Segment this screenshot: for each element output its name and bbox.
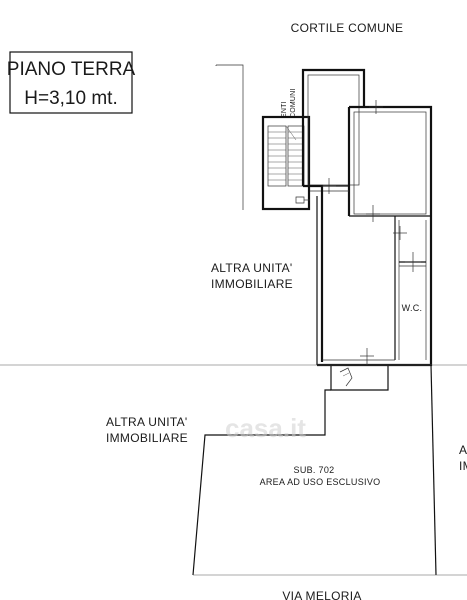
street-label: VIA MELORIA bbox=[282, 589, 361, 600]
sub-label: SUB. 702 bbox=[294, 465, 335, 475]
common-area-boundary bbox=[215, 64, 244, 210]
exclusive-area-boundary bbox=[0, 364, 467, 576]
wc-label: W.C. bbox=[402, 303, 423, 313]
other-unit-upper-label-2: IMMOBILIARE bbox=[211, 277, 293, 291]
edge-label-2: IM bbox=[459, 459, 467, 473]
title-line-1: PIANO TERRA bbox=[7, 59, 136, 80]
apartment-walls bbox=[295, 68, 433, 367]
title-line-2: H=3,10 mt. bbox=[24, 88, 117, 109]
other-unit-lower-label-1: ALTRA UNITA' bbox=[106, 415, 187, 429]
exclusive-area-label: AREA AD USO ESCLUSIVO bbox=[260, 477, 381, 487]
entrance-steps bbox=[330, 365, 389, 391]
title-box: PIANO TERRA H=3,10 mt. bbox=[7, 51, 136, 114]
watermark: casa.it bbox=[225, 413, 306, 443]
other-unit-lower-label-2: IMMOBILIARE bbox=[106, 431, 188, 445]
common-entities-label-1: ENTI bbox=[281, 101, 288, 118]
courtyard-label: CORTILE COMUNE bbox=[291, 21, 404, 35]
edge-label-1: A bbox=[459, 443, 467, 457]
common-entities-label-2: COMUNI bbox=[290, 88, 297, 118]
other-unit-upper-label-1: ALTRA UNITA' bbox=[211, 261, 292, 275]
